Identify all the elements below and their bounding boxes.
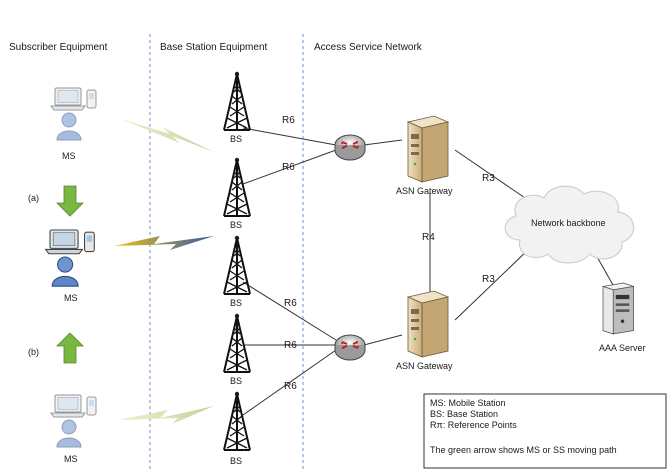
tower-icon-2 [223, 156, 251, 217]
lightning-icon-faded-bottom [118, 406, 214, 424]
ms-faded-bottom [50, 394, 97, 448]
column-subscriber-title: Subscriber Equipment [9, 42, 108, 53]
ms-label-active: MS [64, 293, 78, 303]
ms-faded-top [50, 87, 97, 141]
bs-label-3: BS [230, 298, 242, 308]
tower-icon-5 [223, 390, 251, 451]
legend-box [423, 393, 667, 469]
asn-gateway-label-top: ASN Gateway [396, 186, 453, 196]
legend-reference-points: Rπ: Reference Points [430, 420, 517, 430]
path-label-a: (a) [28, 193, 39, 203]
column-asn-title: Access Service Network [314, 42, 423, 53]
ms-label-top: MS [62, 151, 76, 161]
ms-label-bottom: MS [64, 454, 78, 464]
arrow-down-icon [56, 185, 84, 217]
ref-r6-top-1: R6 [282, 115, 295, 126]
tower-icon-3 [223, 234, 251, 295]
tower-icon-4 [223, 312, 251, 373]
ref-r3-top: R3 [482, 173, 495, 184]
asn-gateway-label-bottom: ASN Gateway [396, 361, 453, 371]
router-icon-bottom [334, 334, 366, 361]
path-label-b: (b) [28, 347, 39, 357]
network-backbone-label: Network backbone [531, 218, 606, 228]
tower-icon-1 [223, 70, 251, 131]
legend-ms: MS: Mobile Station [430, 398, 506, 408]
lightning-icon-active [114, 236, 214, 250]
ref-r6-bottom-2: R6 [284, 340, 297, 351]
ref-r3-bottom: R3 [482, 274, 495, 285]
server-icon-aaa [602, 282, 634, 335]
router-icon-top [334, 134, 366, 161]
bs-label-4: BS [230, 376, 242, 386]
legend-bs: BS: Base Station [430, 409, 498, 419]
arrow-up-icon [56, 332, 84, 364]
bs-label-1: BS [230, 134, 242, 144]
cloud-icon [504, 185, 635, 264]
ms-active [45, 229, 95, 287]
column-base-station-title: Base Station Equipment [160, 42, 268, 53]
bs-label-5: BS [230, 456, 242, 466]
ref-r6-bottom-3: R6 [284, 381, 297, 392]
ref-r6-top-2: R6 [282, 162, 295, 173]
connection-lines [242, 127, 614, 416]
lightning-icon-faded-top [118, 118, 214, 152]
legend-note: The green arrow shows MS or SS moving pa… [430, 445, 617, 455]
ref-r4: R4 [422, 232, 435, 243]
bs-label-2: BS [230, 220, 242, 230]
server-icon-asn-bottom [407, 290, 449, 358]
aaa-server-label: AAA Server [599, 343, 646, 353]
ref-r6-bottom-1: R6 [284, 298, 297, 309]
server-icon-asn-top [407, 115, 449, 183]
